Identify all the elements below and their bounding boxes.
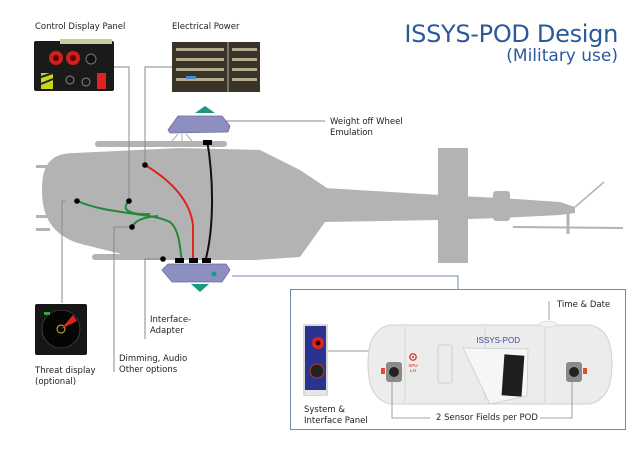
landing-skid xyxy=(92,254,256,260)
threat-display-image xyxy=(35,304,87,355)
pod-detail-link xyxy=(232,275,459,289)
pod-fin xyxy=(195,106,215,113)
tail-fin xyxy=(438,148,468,263)
sensor-fields-label: 2 Sensor Fields per POD xyxy=(436,413,538,423)
threat-callout-line xyxy=(61,200,65,303)
spu-side-label: LH xyxy=(410,368,416,373)
interface-adapter-label: Interface- Adapter xyxy=(150,315,192,336)
nose-probe xyxy=(36,228,50,231)
system-panel-image xyxy=(303,324,328,396)
control-display-panel-label: Control Display Panel xyxy=(35,22,126,32)
pod-body xyxy=(161,263,231,283)
main-rotor xyxy=(95,141,227,147)
electrical-power-label: Electrical Power xyxy=(172,22,240,32)
pod-fin xyxy=(191,284,209,292)
threat-display-label: Threat display (optional) xyxy=(35,366,96,387)
power-node xyxy=(142,162,148,168)
control-display-panel-image xyxy=(34,39,114,91)
connector xyxy=(189,258,198,263)
wire-green-main xyxy=(76,200,183,263)
upper-pod xyxy=(167,106,231,142)
adapter-callout-line xyxy=(144,258,163,339)
electrical-power-image xyxy=(172,42,260,92)
system-panel-label: System & Interface Panel xyxy=(304,405,368,426)
sensor-field-callout-left xyxy=(391,377,430,419)
wire-black xyxy=(204,139,213,263)
dimming-callout-line xyxy=(113,226,132,372)
dimming-audio-label: Dimming, Audio Other options xyxy=(119,354,188,375)
helicopter-silhouette xyxy=(36,141,624,263)
weight-off-wheel-label: Weight off Wheel Emulation xyxy=(330,117,403,138)
cdp-callout-line xyxy=(113,66,130,201)
nose-probe xyxy=(36,215,50,218)
power-callout-line xyxy=(144,66,172,165)
diagram-title: ISSYS-POD Design xyxy=(404,20,618,48)
threat-node xyxy=(74,198,80,204)
tail-gearbox xyxy=(493,191,510,221)
wire-red xyxy=(144,164,194,262)
cdp-node xyxy=(126,198,132,204)
dimming-node xyxy=(129,224,135,230)
lower-pod xyxy=(161,263,231,292)
pod-body xyxy=(167,115,231,134)
issys-pod-image xyxy=(367,320,613,405)
spu-label: SPU xyxy=(408,363,417,368)
connector xyxy=(203,140,212,145)
diagram-subtitle: (Military use) xyxy=(506,46,618,66)
time-date-label: Time & Date xyxy=(557,300,611,310)
pod-indicator xyxy=(211,271,217,277)
pod-brand-label: ISSYS-POD xyxy=(476,336,520,345)
nose-probe xyxy=(36,165,50,168)
tail-rotor-blade xyxy=(574,181,605,208)
tail-boom xyxy=(300,172,575,240)
time-date-antenna xyxy=(539,320,557,328)
connector xyxy=(202,258,211,263)
connector xyxy=(175,258,184,263)
sensor-field-callout-right xyxy=(540,377,573,419)
callout-lines xyxy=(61,66,325,372)
adapter-node xyxy=(160,256,166,262)
